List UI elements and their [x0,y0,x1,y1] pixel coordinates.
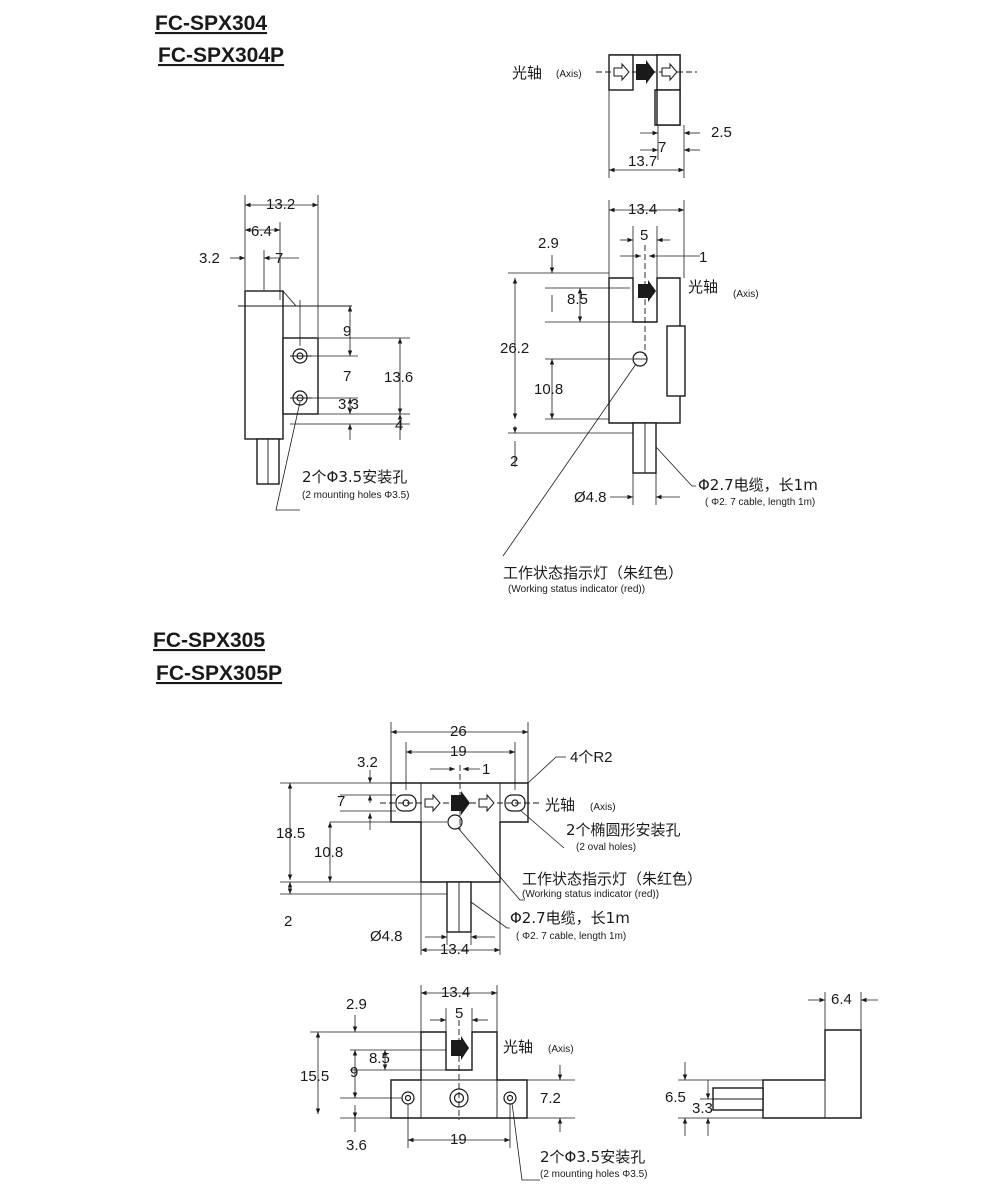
axis-arrow-icon [478,793,495,813]
dim-6-4: 6.4 [251,223,272,240]
mount-holes-label-cn: 2个Φ3.5安装孔 [302,468,407,486]
dim-3-6: 3.6 [346,1137,367,1154]
model-title-spx305: FC-SPX305 [153,629,265,652]
cable-label-en: ( Φ2. 7 cable, length 1m) [705,497,815,508]
dim-13-2: 13.2 [266,196,295,213]
dim-19-holes: 19 [450,1131,467,1148]
dim-7: 7 [337,793,345,810]
dim-2: 2 [510,453,518,470]
model-title-spx304p: FC-SPX304P [158,44,284,67]
axis-label-cn: 光轴 [512,64,542,82]
axis-label-cn: 光轴 [503,1038,533,1056]
dim-26-2: 26.2 [500,340,529,357]
oval-holes-label-en: (2 oval holes) [576,842,636,853]
dim-7: 7 [658,139,666,156]
dim-13-4: 13.4 [440,941,469,958]
dim-10-8: 10.8 [314,844,343,861]
radius-label: 4个R2 [570,749,613,766]
dim-5: 5 [455,1005,463,1022]
axis-arrow-icon [451,791,470,815]
dim-9: 9 [350,1064,358,1081]
axis-arrow-icon [636,60,655,84]
axis-label-en: (Axis) [556,69,582,80]
spx304-side-view: 13.2 6.4 3.2 7 9 7 13.6 3.3 4 2个Φ3.5安装孔 … [199,195,413,511]
dim-26: 26 [450,723,467,740]
spx305-front-view: 26 19 1 3.2 7 18.5 10.8 2 Ø4.8 13.4 [276,722,702,958]
axis-label-cn: 光轴 [688,278,718,296]
oval-holes-label-cn: 2个椭圆形安装孔 [566,821,681,839]
spx305-top-view: 13.4 5 2.9 8.5 15.5 9 7.2 3.6 19 光轴 (Axi… [300,984,647,1181]
dim-phi-4-8: Ø4.8 [370,928,403,945]
cable-label-cn: Φ2.7电缆，长1m [510,909,630,927]
axis-label-cn: 光轴 [545,796,575,814]
axis-label-en: (Axis) [590,802,616,813]
dim-1: 1 [699,249,707,266]
indicator-label-en: (Working status indicator (red)) [522,889,659,900]
dim-15-5: 15.5 [300,1068,329,1085]
axis-label-en: (Axis) [548,1044,574,1055]
dim-7-top: 7 [275,250,283,267]
axis-arrow-icon [661,62,678,82]
indicator-label-cn: 工作状态指示灯（朱红色） [522,870,702,888]
dim-4: 4 [395,417,403,434]
axis-arrow-icon [451,1036,469,1060]
dim-6-4: 6.4 [831,991,852,1008]
dim-19: 19 [450,743,467,760]
dim-9: 9 [343,323,351,340]
mount-holes-label-cn: 2个Φ3.5安装孔 [540,1148,645,1166]
dim-2-5: 2.5 [711,124,732,141]
dim-8-5: 8.5 [567,291,588,308]
axis-label-en: (Axis) [733,289,759,300]
mount-holes-label-en: (2 mounting holes Φ3.5) [540,1169,647,1180]
dim-5: 5 [640,227,648,244]
dim-10-8: 10.8 [534,381,563,398]
dim-7-mid: 7 [343,368,351,385]
dim-3-2: 3.2 [199,250,220,267]
axis-arrow-icon [638,280,656,302]
dim-3-3: 3.3 [692,1100,713,1117]
dim-13-6: 13.6 [384,369,413,386]
dim-3-2: 3.2 [357,754,378,771]
dim-13-4-top: 13.4 [441,984,470,1001]
dim-6-5: 6.5 [665,1089,686,1106]
axis-arrow-icon [613,62,630,82]
model-title-spx305p: FC-SPX305P [156,662,282,685]
dim-2-9: 2.9 [346,996,367,1013]
spx304-front-view: 13.4 5 1 2.9 8.5 26.2 10.8 2 Ø4.8 光轴 (Ax… [500,200,818,595]
dim-2-9: 2.9 [538,235,559,252]
dim-2: 2 [284,913,292,930]
dim-phi-4-8: Ø4.8 [574,489,607,506]
indicator-label-cn: 工作状态指示灯（朱红色） [503,564,683,582]
dim-18-5: 18.5 [276,825,305,842]
model-title-spx304: FC-SPX304 [155,12,267,35]
spx304-top-view: 光轴 (Axis) 13.7 2.5 7 [512,54,732,178]
mount-holes-label-en: (2 mounting holes Φ3.5) [302,490,409,501]
dim-1: 1 [482,761,490,778]
indicator-label-en: (Working status indicator (red)) [508,584,645,595]
axis-arrow-icon [424,793,441,813]
cable-label-en: ( Φ2. 7 cable, length 1m) [516,931,626,942]
cable-label-cn: Φ2.7电缆，长1m [698,476,818,494]
dim-13-4: 13.4 [628,201,657,218]
dim-3-3: 3.3 [338,396,359,413]
spx305-side-view: 6.4 6.5 3.3 [665,991,878,1136]
dim-8-5: 8.5 [369,1050,390,1067]
dim-13-7: 13.7 [628,153,657,170]
dim-7-2: 7.2 [540,1090,561,1107]
